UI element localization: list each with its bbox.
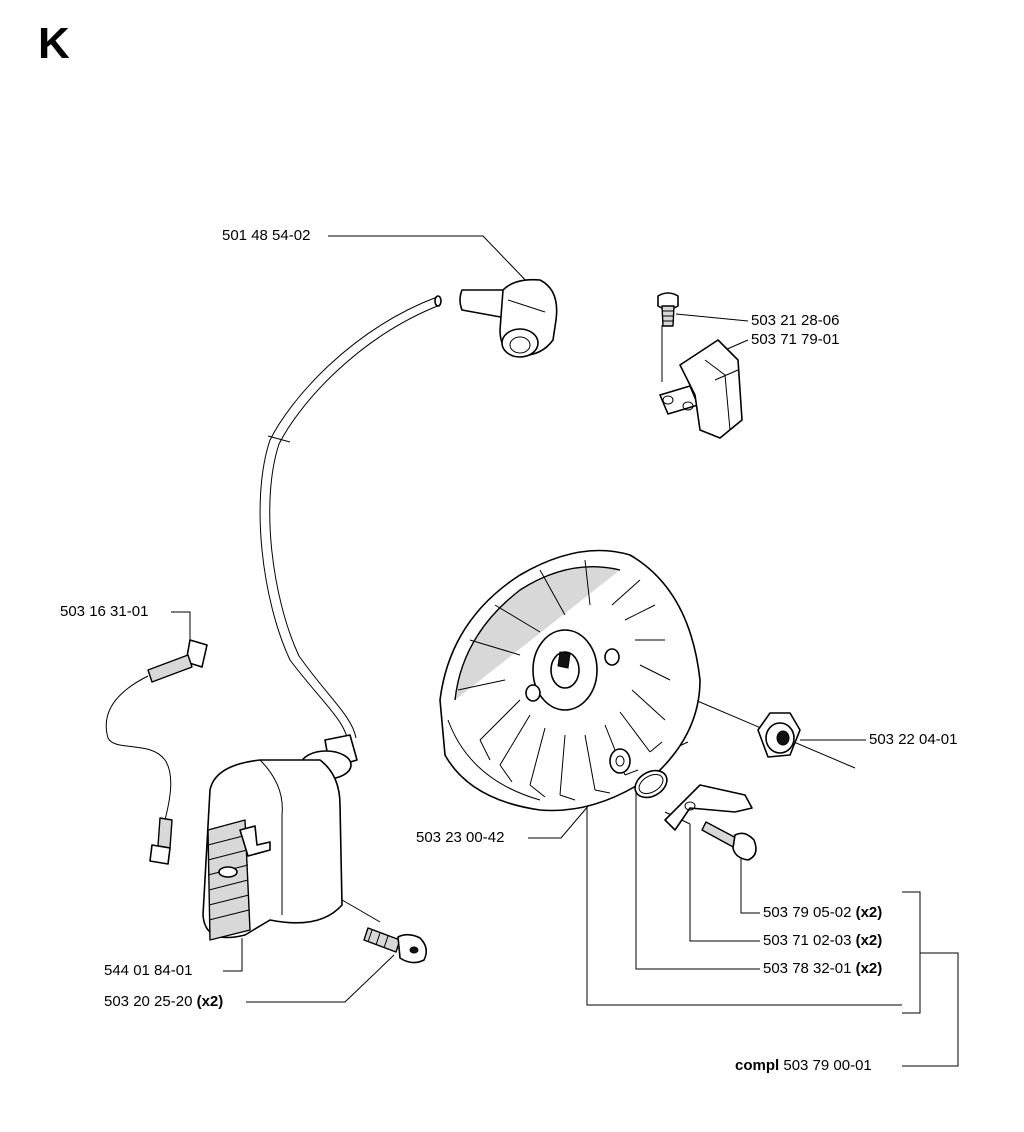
ignition-module	[202, 734, 358, 941]
label-washer: 503 23 00-42	[416, 829, 505, 846]
label-spark-plug-cap: 501 48 54-02	[222, 227, 311, 244]
label-screw-top: 503 21 28-06	[751, 312, 840, 329]
mount-bracket	[657, 292, 743, 439]
label-pawl-screw: 503 79 05-02 (x2)	[763, 904, 882, 922]
label-cable-terminal: 503 16 31-01	[60, 603, 149, 620]
flywheel	[439, 549, 701, 812]
ground-cable	[105, 639, 208, 865]
spark-plug-cap	[459, 278, 558, 358]
quantity: (x2)	[855, 904, 883, 921]
quantity: (x2)	[855, 932, 883, 949]
module-screw	[363, 927, 428, 964]
part-number: 503 79 05-02	[763, 904, 852, 921]
part-number: 503 79 00-01	[783, 1057, 872, 1074]
label-module-screw: 503 20 25-20 (x2)	[104, 993, 223, 1011]
label-nut: 503 22 04-01	[869, 731, 958, 748]
pawl	[664, 784, 753, 831]
flywheel-nut	[757, 712, 801, 758]
label-ignition-bracket: 503 71 79-01	[751, 331, 840, 348]
pawl-screw	[701, 821, 757, 861]
leader-lines	[171, 235, 959, 1067]
quantity: (x2)	[196, 993, 224, 1010]
quantity: (x2)	[855, 960, 883, 977]
label-ignition-module: 544 01 84-01	[104, 962, 193, 979]
section-letter: K	[38, 19, 70, 68]
label-pawl: 503 71 02-03 (x2)	[763, 932, 882, 950]
spring	[634, 769, 668, 799]
ignition-lead	[259, 295, 442, 743]
label-spring: 503 78 32-01 (x2)	[763, 960, 882, 978]
label-flywheel-complete: compl 503 79 00-01	[735, 1057, 872, 1075]
compl-prefix: compl	[735, 1057, 780, 1074]
part-number: 503 71 02-03	[763, 932, 852, 949]
part-number: 503 78 32-01	[763, 960, 852, 977]
washer	[609, 748, 631, 774]
part-number: 503 20 25-20	[104, 993, 193, 1010]
